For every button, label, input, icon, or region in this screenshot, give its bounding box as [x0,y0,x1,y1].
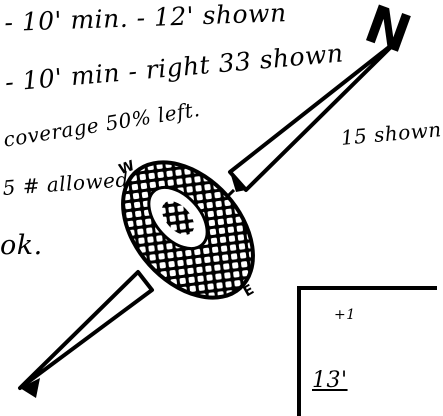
north-arrow-lower-blade [18,270,154,398]
inset-detail-box [297,286,437,416]
inset-note-1: +1 [334,307,356,323]
compass-hatched-ellipse [121,160,255,300]
inset-note-3: 13' [312,368,348,393]
north-arrow-upper-blade [228,38,400,192]
site-sketch-drawing [18,38,425,401]
note-line-5: ok. [0,230,43,261]
